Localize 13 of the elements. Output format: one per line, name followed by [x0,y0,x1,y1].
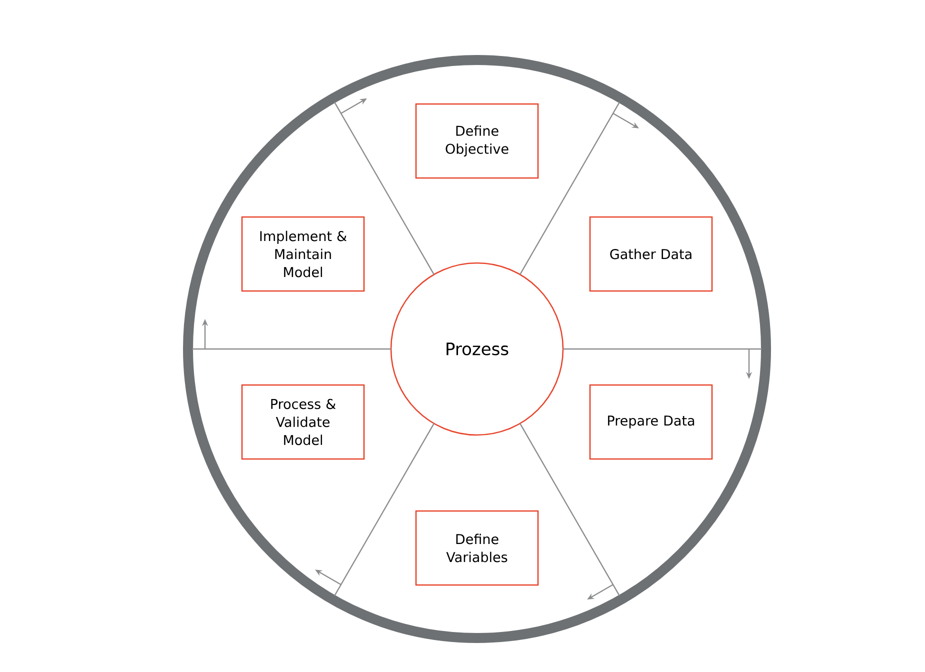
spoke-line [563,348,762,350]
spoke-line [334,423,435,596]
spoke-line [519,102,620,275]
spoke-line [192,348,391,350]
process-box: Implement & Maintain Model [241,216,365,292]
process-box: Prepare Data [589,384,713,460]
spoke-line [334,102,435,275]
spoke-line [519,423,620,596]
process-box: Define Objective [415,103,539,179]
outer-ring [183,55,771,643]
process-box: Define Variables [415,510,539,586]
process-box: Gather Data [589,216,713,292]
process-box: Process & Validate Model [241,384,365,460]
